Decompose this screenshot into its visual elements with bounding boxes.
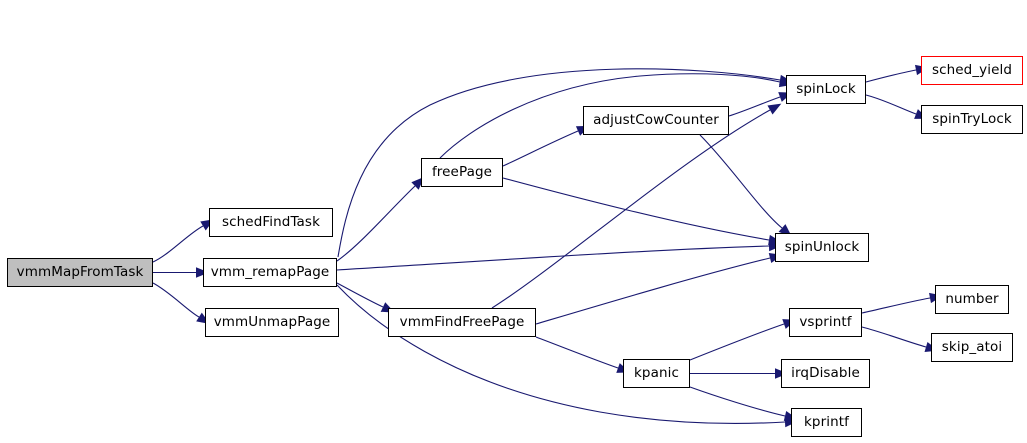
edge-freePage-to-spinLock [439,73,781,159]
node-vmmUnmapPage[interactable]: vmmUnmapPage [205,308,339,337]
edge-vmmFindFreePage-to-kpanic [535,336,619,369]
node-sched_yield[interactable]: sched_yield [921,56,1023,85]
node-label: vmm_remapPage [210,263,330,280]
node-label: vmmUnmapPage [213,313,331,330]
edge-vmmMapFromTask-to-schedFindTask [152,225,204,263]
node-label: sched_yield [931,61,1013,78]
node-label: freePage [431,163,493,180]
node-label: spinUnlock [784,238,860,255]
edge-vmm_remapPage-to-vmmFindFreePage [336,282,384,308]
edge-spinLock-to-sched_yield [865,69,917,83]
edge-vmmFindFreePage-to-spinLock [491,109,771,309]
edge-vsprintf-to-number [861,297,931,314]
node-label: schedFindTask [222,213,320,230]
node-label: vmmMapFromTask [16,263,144,280]
edge-vmmMapFromTask-to-vmmUnmapPage [152,282,200,318]
node-spinLock[interactable]: spinLock [786,75,866,104]
node-vmm_remapPage[interactable]: vmm_remapPage [203,258,337,287]
node-vmmFindFreePage[interactable]: vmmFindFreePage [388,308,536,337]
node-vmmMapFromTask[interactable]: vmmMapFromTask [7,258,153,287]
node-skip_atoi[interactable]: skip_atoi [931,333,1013,362]
edge-freePage-to-spinUnlock [502,177,770,241]
arrowhead-vmmMapFromTask-to-vmm_remapPage [196,267,209,278]
node-label: kprintf [804,413,849,430]
node-spinTryLock[interactable]: spinTryLock [921,105,1023,134]
edge-vmmFindFreePage-to-spinUnlock [535,257,771,325]
node-vsprintf[interactable]: vsprintf [789,308,862,337]
node-label: vmmFindFreePage [399,313,525,330]
node-freePage[interactable]: freePage [421,158,503,187]
node-label: irqDisable [791,364,860,381]
node-schedFindTask[interactable]: schedFindTask [209,208,333,237]
edge-vmm_remapPage-to-spinUnlock [336,245,770,271]
node-irqDisable[interactable]: irqDisable [781,359,870,388]
node-adjustCowCounter[interactable]: adjustCowCounter [583,106,729,135]
node-kprintf[interactable]: kprintf [791,408,862,437]
node-label: vsprintf [799,313,852,330]
node-kpanic[interactable]: kpanic [623,359,690,388]
edge-vsprintf-to-skip_atoi [861,326,927,348]
edge-spinLock-to-spinTryLock [865,94,917,115]
node-label: spinLock [796,80,856,97]
edge-vmm_remapPage-to-freePage [336,185,416,262]
node-label: adjustCowCounter [593,111,719,128]
node-label: skip_atoi [941,338,1003,355]
arrowhead-vmmFindFreePage-to-spinLock [767,103,782,115]
node-number[interactable]: number [935,285,1009,314]
edge-kpanic-to-vsprintf [689,323,785,361]
edge-adjustCowCounter-to-spinLock [728,96,781,117]
edge-adjustCowCounter-to-spinUnlock [699,134,783,229]
node-spinUnlock[interactable]: spinUnlock [775,233,869,262]
edge-kpanic-to-kprintf [689,386,786,417]
edge-freePage-to-adjustCowCounter [502,130,579,167]
node-label: spinTryLock [932,110,1012,127]
node-label: number [945,290,999,307]
edge-vmm_remapPage-to-kprintf [336,284,786,424]
edge-vmm_remapPage-to-spinLock [337,68,781,258]
node-label: kpanic [634,364,679,381]
